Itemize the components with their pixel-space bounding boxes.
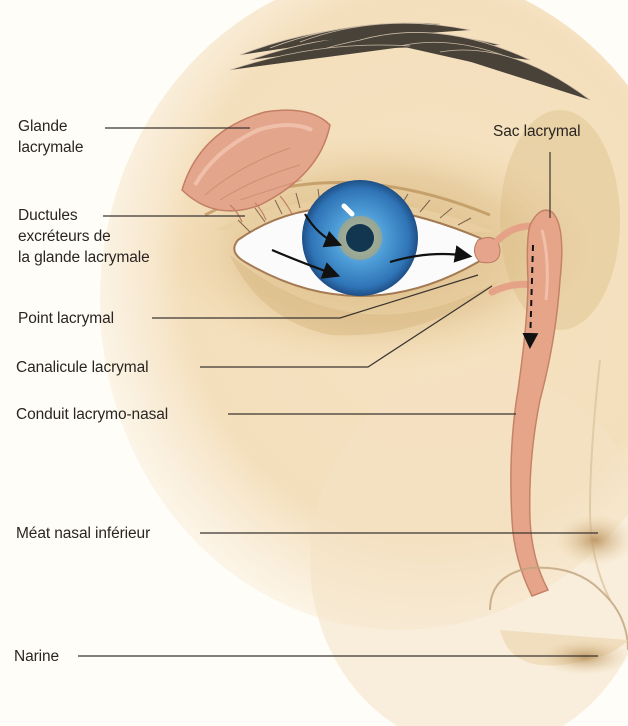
label-sac-lacrymal: Sac lacrymal [493,121,581,142]
label-glande-lacrymale: Glande lacrymale [18,116,83,158]
label-meat-nasal-inferieur: Méat nasal inférieur [16,523,150,544]
label-ductules-line3: la glande lacrymale [18,247,150,268]
label-conduit-lacrymo-nasal: Conduit lacrymo-nasal [16,404,168,425]
label-point-lacrymal: Point lacrymal [18,308,114,329]
label-ductules-line1: Ductules [18,205,150,226]
iris [302,180,418,296]
label-ductules-line2: excréteurs de [18,226,150,247]
label-ductules: Ductules excréteurs de la glande lacryma… [18,205,150,268]
label-canalicule-lacrymal: Canalicule lacrymal [16,357,148,378]
label-glande-line2: lacrymale [18,137,83,158]
label-narine: Narine [14,646,59,667]
label-glande-line1: Glande [18,116,83,137]
